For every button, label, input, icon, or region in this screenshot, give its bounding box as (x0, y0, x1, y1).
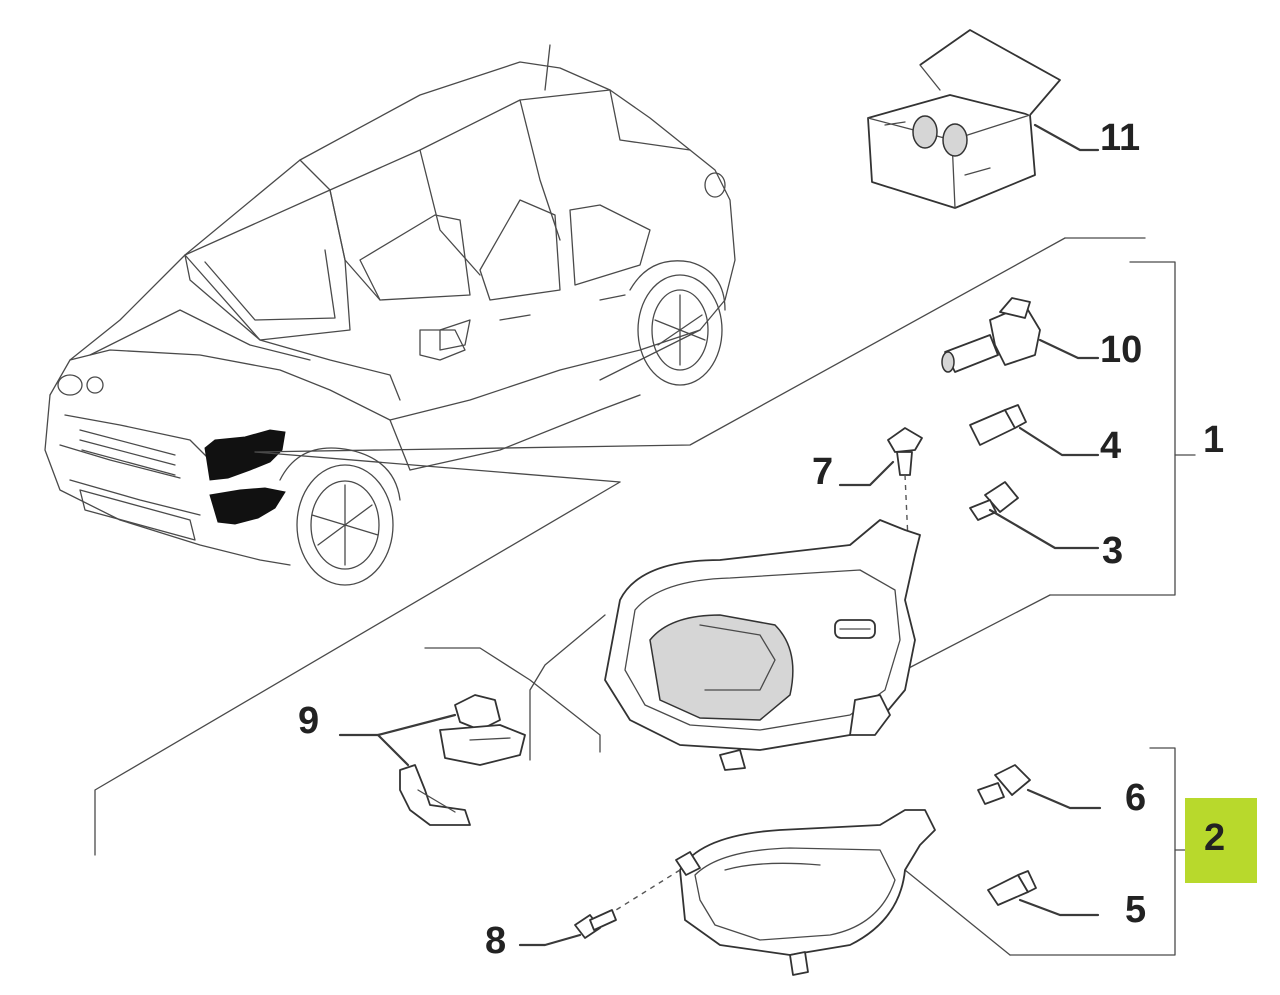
guide-line (94, 481, 621, 856)
headlamp-assembly (424, 519, 921, 771)
callout-10: 10 (1100, 329, 1142, 371)
callout-9: 9 (298, 700, 319, 742)
highlight-box-2 (1185, 798, 1257, 883)
screw-7 (838, 427, 923, 541)
callout-5: 5 (1125, 889, 1146, 931)
car-illustration (44, 44, 1066, 586)
callout-6: 6 (1125, 777, 1146, 819)
callout-3: 3 (1102, 530, 1123, 572)
callout-1: 1 (1203, 419, 1224, 461)
group-bracket-1 (904, 237, 1196, 671)
bulb-5 (987, 870, 1100, 917)
callout-4: 4 (1100, 425, 1121, 467)
bulb-holder-6 (977, 764, 1102, 810)
callout-2: 2 (1204, 817, 1225, 859)
bulb-kit-box (867, 29, 1100, 209)
callout-7: 7 (812, 451, 833, 493)
screw-8 (518, 909, 617, 947)
bulb-10 (941, 297, 1100, 373)
bracket-9 (338, 694, 526, 826)
callout-11: 11 (1100, 117, 1140, 159)
group-bracket-2 (904, 747, 1191, 956)
fog-lamp-assembly (599, 809, 936, 976)
bulb-4 (969, 404, 1100, 457)
callout-8: 8 (485, 920, 506, 962)
bulb-holder-3 (969, 481, 1100, 550)
